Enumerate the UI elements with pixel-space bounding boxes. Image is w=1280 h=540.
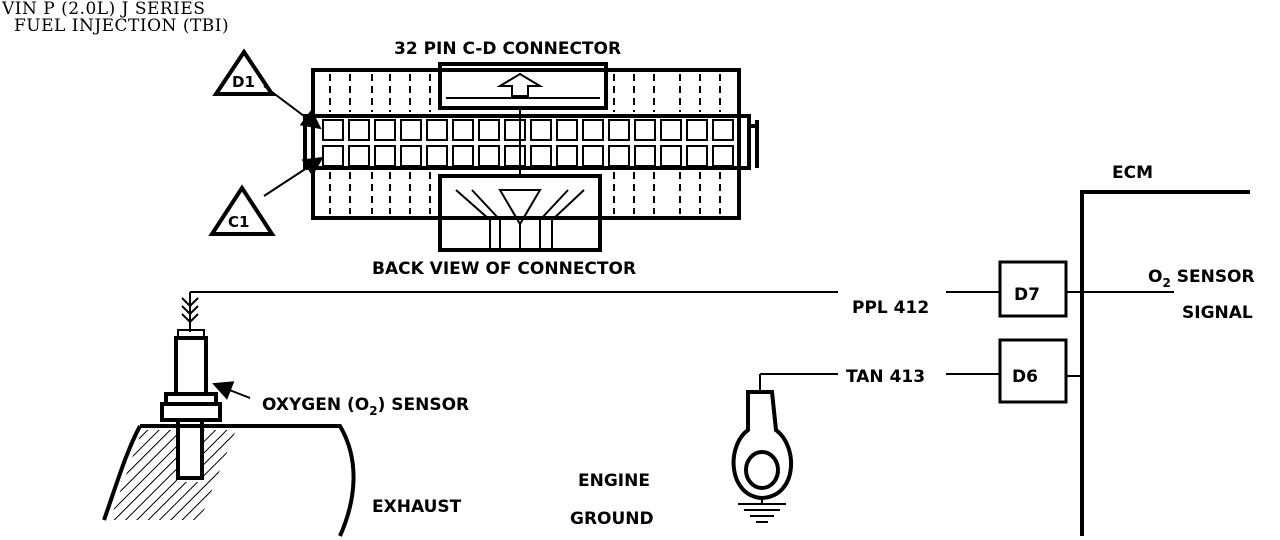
connector-pin-cell: [374, 145, 396, 167]
connector-pin-cell: [634, 119, 656, 141]
connector-pin-cell: [660, 145, 682, 167]
wire-label-ppl-412: PPL 412: [852, 298, 929, 318]
signal-label-2: SIGNAL: [1182, 303, 1253, 323]
connector-pin-cell: [686, 145, 708, 167]
exhaust-pipe: [102, 424, 356, 537]
ground-label-2: GROUND: [570, 509, 654, 529]
connector-pin-cell: [608, 145, 630, 167]
sensor-label: OXYGEN (O2) SENSOR: [262, 395, 469, 418]
connector-pin-cell: [686, 119, 708, 141]
connector-pin-cell: [556, 145, 578, 167]
connector-pin-cell: [426, 119, 448, 141]
connector-drawing: 32 PIN C-D CONNECTOR D1 C1 BACK VIEW OF …: [208, 39, 759, 279]
connector-pin-cell: [426, 145, 448, 167]
wire-label-tan-413: TAN 413: [846, 367, 925, 387]
connector-pin-cell: [530, 145, 552, 167]
connector-pin-cell: [556, 119, 578, 141]
connector-pin-cell: [322, 145, 344, 167]
connector-pin-cell: [712, 145, 734, 167]
connector-pin-cell: [348, 119, 370, 141]
pin-label-d6: D6: [1012, 367, 1038, 387]
connector-pin-cell: [348, 145, 370, 167]
connector-pin-cell: [452, 119, 474, 141]
exhaust-label: EXHAUST: [372, 497, 462, 517]
connector-pin-cell: [660, 119, 682, 141]
header-line-2: FUEL INJECTION (TBI): [14, 16, 229, 36]
connector-pin-cell: [582, 119, 604, 141]
connector-title: 32 PIN C-D CONNECTOR: [394, 39, 621, 59]
ecm-boundary: [1080, 190, 1250, 536]
connector-pin-cell: [322, 119, 344, 141]
ground-label-1: ENGINE: [578, 471, 650, 491]
header-line-1: VIN P (2.0L) J SERIES: [1, 0, 205, 19]
connector-pin-cell: [504, 145, 526, 167]
connector-pin-cell: [400, 119, 422, 141]
connector-pin-cell: [478, 145, 500, 167]
pin-label-d7: D7: [1014, 285, 1040, 305]
pin-box-d7: [998, 260, 1068, 318]
connector-pin-cell: [374, 119, 396, 141]
ppl-412-wire: [181, 291, 1000, 332]
marker-d1: D1: [232, 73, 255, 91]
engine-ground: [731, 373, 1000, 523]
connector-pin-cell: [452, 145, 474, 167]
connector-pin-cell: [478, 119, 500, 141]
connector-caption: BACK VIEW OF CONNECTOR: [372, 259, 636, 279]
connector-pin-cell: [400, 145, 422, 167]
pin-box-d6: [998, 338, 1068, 404]
connector-pin-cell: [634, 145, 656, 167]
connector-pin-cell: [608, 119, 630, 141]
signal-label-1: O2 SENSOR: [1148, 267, 1255, 290]
ecm-label: ECM: [1112, 163, 1153, 183]
triangle-c1: [208, 184, 276, 236]
connector-pin-cell: [582, 145, 604, 167]
connector-pin-cell: [530, 119, 552, 141]
triangle-d1: [212, 48, 276, 96]
connector-pin-cell: [712, 119, 734, 141]
connector-pin-cell: [504, 119, 526, 141]
marker-c1: C1: [228, 213, 249, 231]
